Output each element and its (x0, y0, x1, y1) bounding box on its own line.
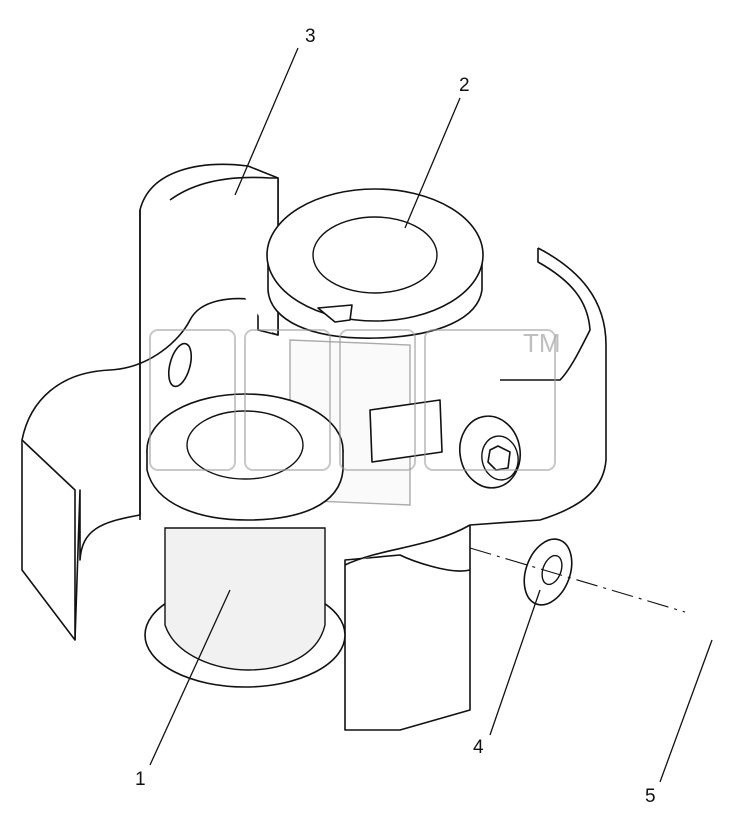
callout-3: 3 (305, 26, 316, 47)
leader-line-3 (234, 47, 299, 196)
leader-line-4 (489, 589, 541, 736)
callout-1: 1 (135, 769, 146, 790)
watermark-logo: TM (149, 328, 561, 471)
center-axis-line (469, 547, 686, 613)
leader-line-2 (404, 97, 461, 229)
watermark-trademark: TM (523, 328, 561, 358)
callout-4: 4 (473, 737, 484, 758)
part-2-split-bushing (266, 188, 484, 506)
callout-5: 5 (645, 786, 656, 807)
part-4-washer (523, 538, 573, 606)
leader-line-1 (149, 589, 231, 766)
leader-line-5 (659, 639, 713, 783)
part-3-clamp-half-right (344, 247, 607, 731)
callout-2: 2 (459, 75, 470, 96)
part-3-clamp-half (21, 163, 279, 641)
